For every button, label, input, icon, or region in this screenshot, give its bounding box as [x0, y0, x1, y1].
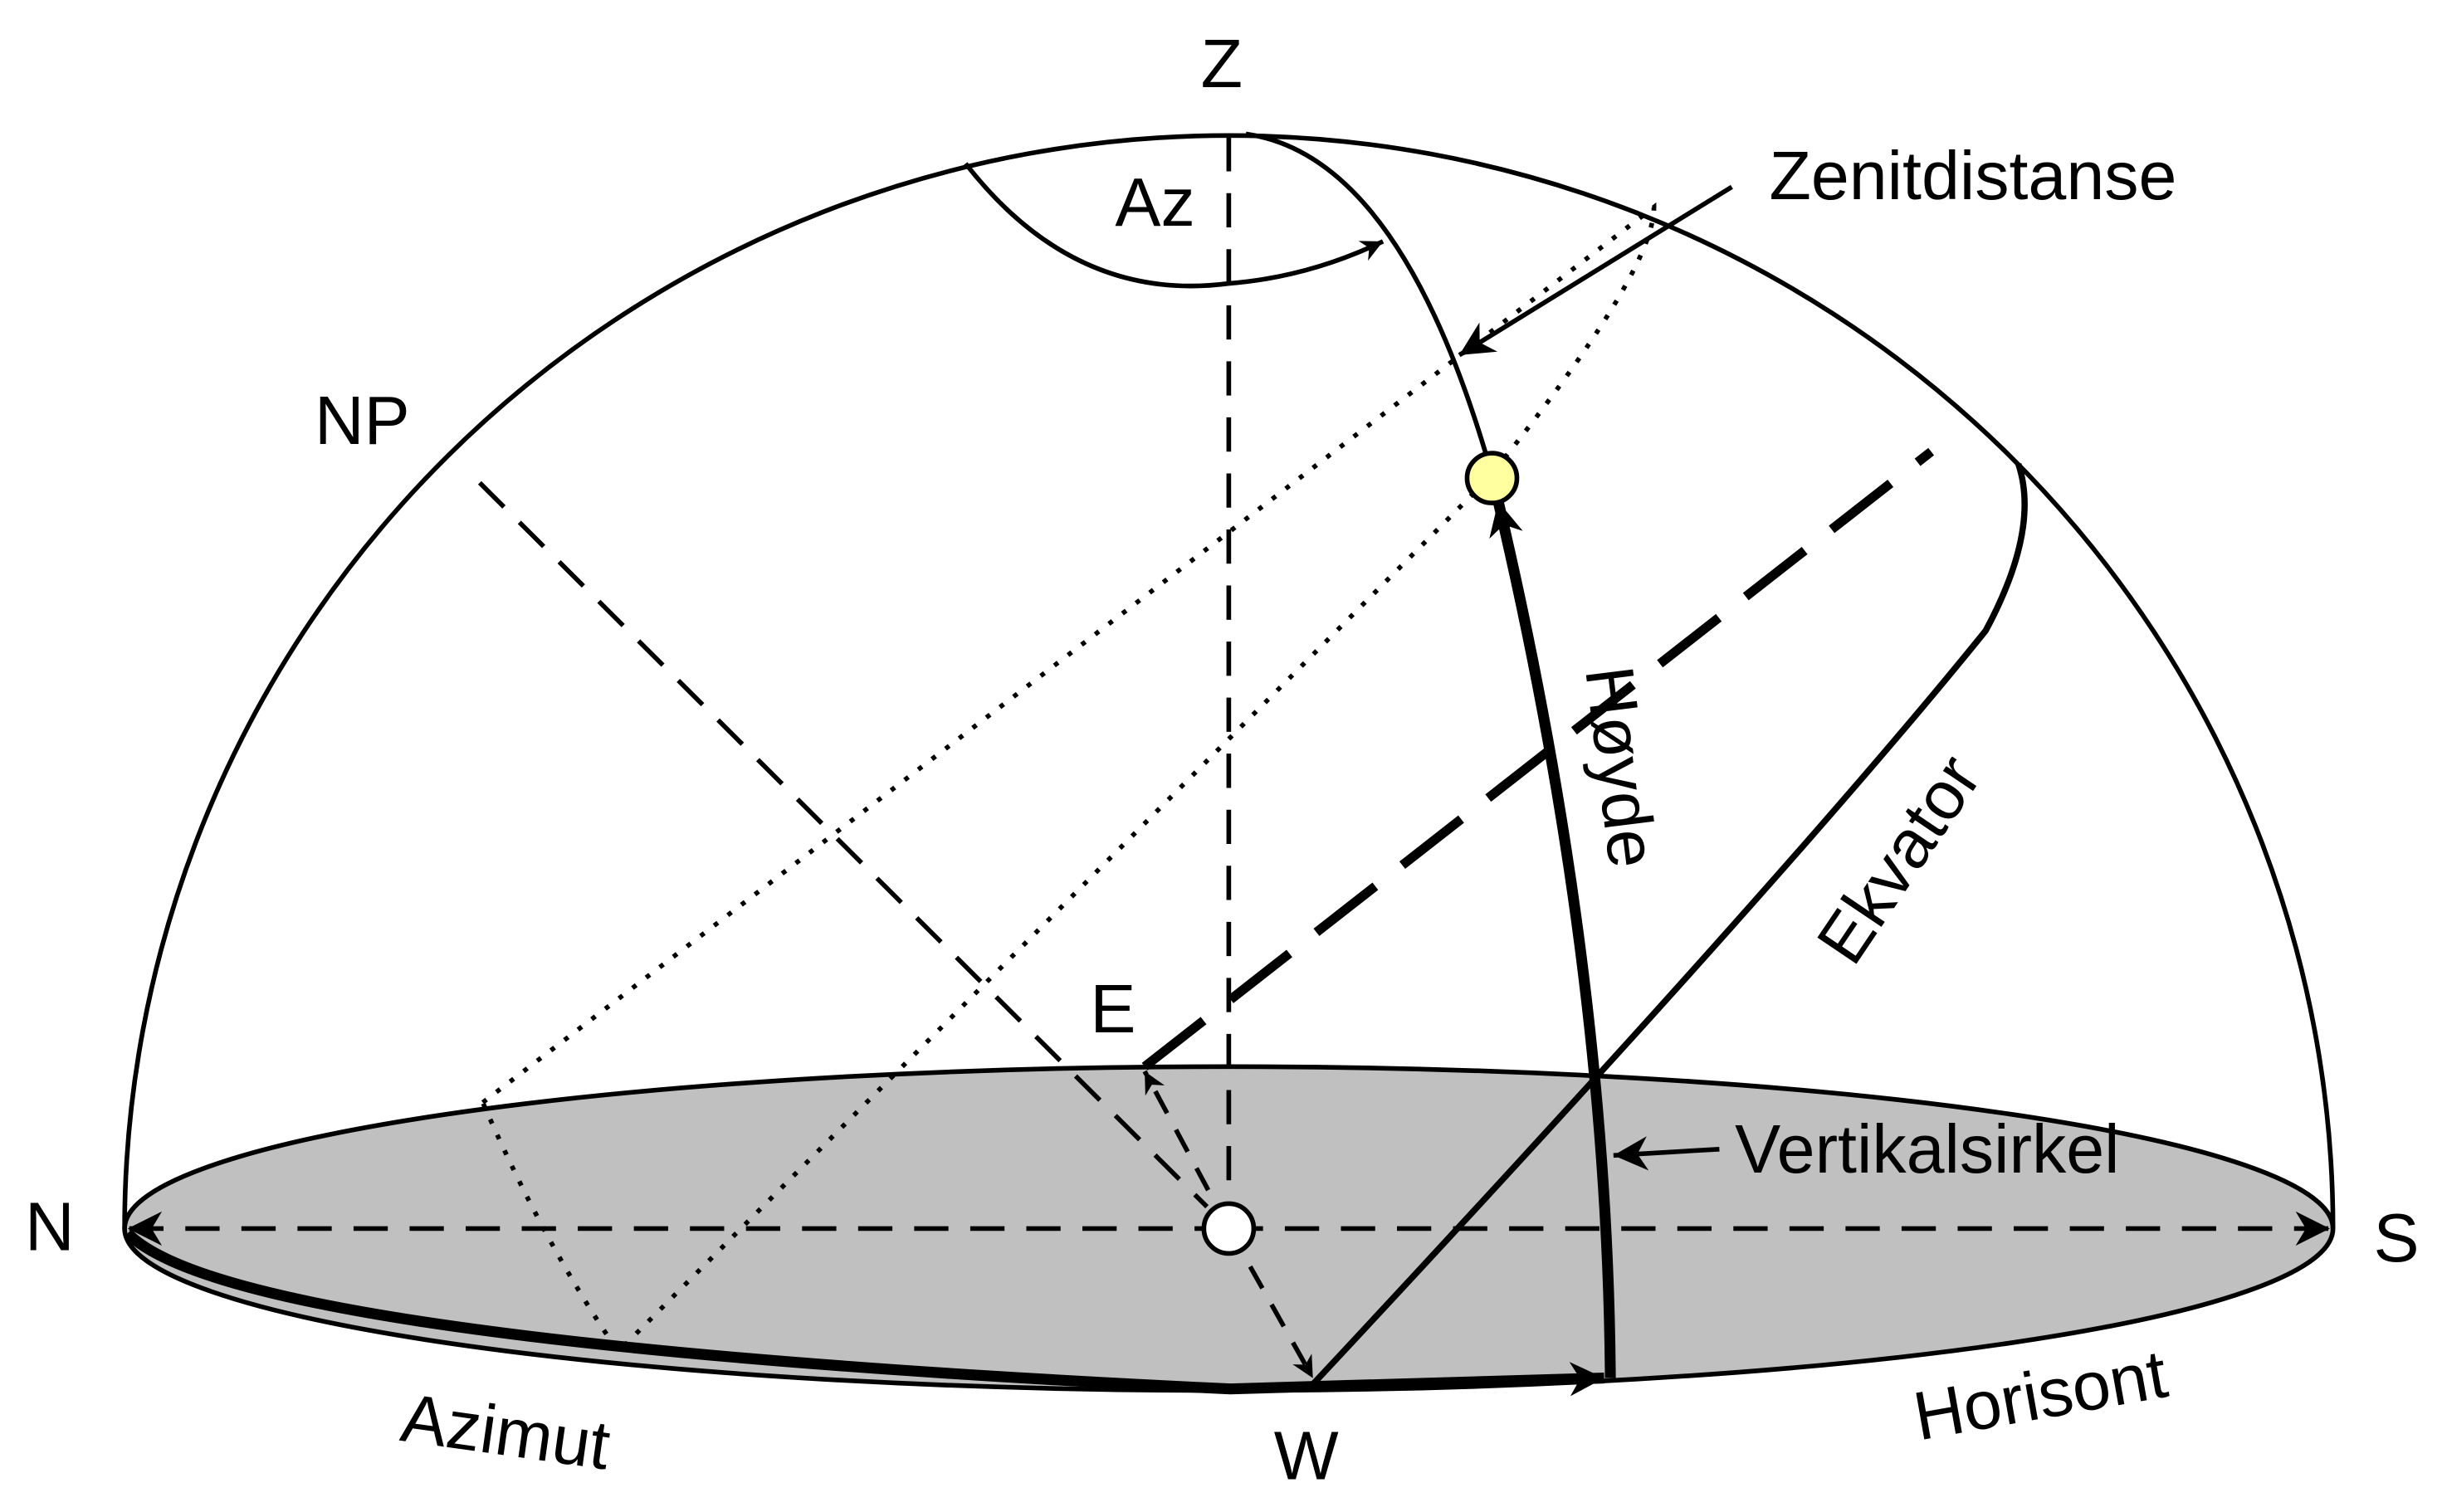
altitude-arc	[1489, 500, 1616, 1378]
vertical-circle-pointer	[1613, 1136, 1720, 1171]
celestial-dome-outline	[122, 133, 2336, 1229]
east-direction-arrow	[1142, 1070, 1231, 1230]
south-label: S	[2373, 1200, 2419, 1276]
zenith-distance-label: Zenitdistanse	[1769, 138, 2176, 214]
star-marker	[1464, 451, 1520, 505]
equator-plane-diameter	[1141, 447, 1935, 1071]
zenith-distance-pointer	[1458, 184, 1733, 358]
east-label: E	[1090, 971, 1136, 1047]
west-label: W	[1274, 1418, 1339, 1495]
observer-marker	[1201, 1201, 1257, 1256]
azimuth-label: Azimut	[397, 1379, 615, 1484]
zenith-label: Z	[1201, 26, 1243, 102]
equator-label: Ekvator	[1802, 742, 1995, 977]
equator-arc	[1310, 463, 2028, 1387]
celestial-pole-axis	[477, 480, 1209, 1209]
vertical-circle-label: Vertikalsirkel	[1735, 1111, 2119, 1188]
azimuth-angle-arc	[964, 162, 1385, 289]
vertical-circle-upper	[1245, 131, 1495, 476]
north-pole-label: NP	[315, 383, 410, 459]
azimuth-angle-label: Az	[1115, 164, 1194, 241]
azimuth-arc	[124, 1229, 1604, 1397]
altitude-label: Høyde	[1570, 662, 1671, 872]
north-label: N	[25, 1189, 75, 1266]
west-direction-arrow	[1226, 1227, 1316, 1379]
